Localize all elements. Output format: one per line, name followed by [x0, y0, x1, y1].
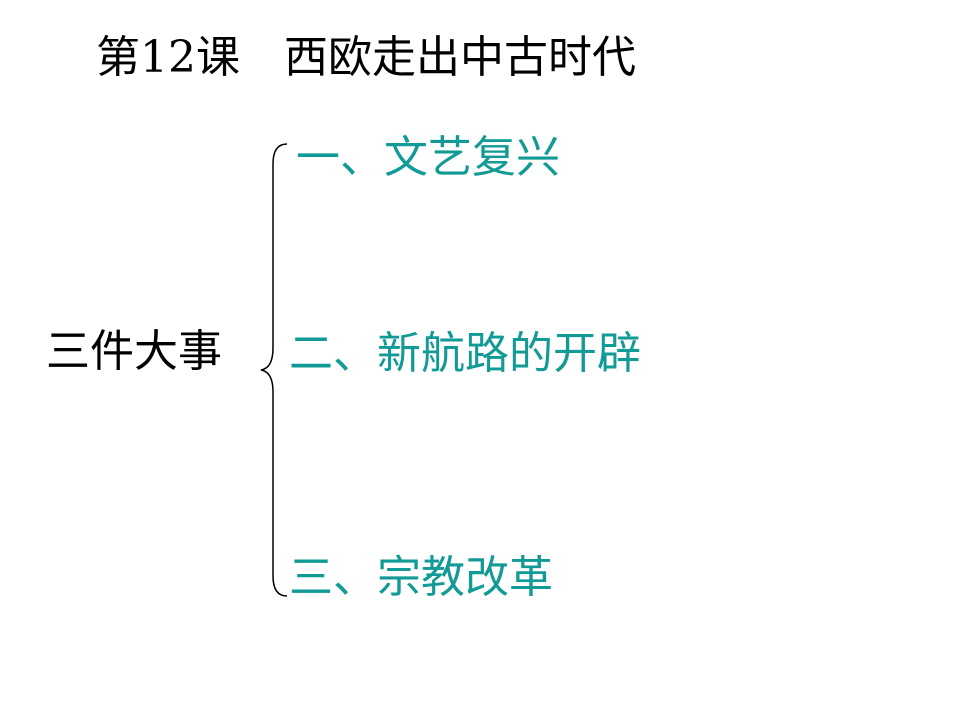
slide-title: 第12课 西欧走出中古时代: [96, 32, 636, 83]
event-item-renaissance: 一、文艺复兴: [296, 132, 560, 183]
event-item-reformation: 三、宗教改革: [289, 552, 553, 603]
event-item-new-sea-routes: 二、新航路的开辟: [289, 328, 641, 379]
curly-brace: [260, 143, 288, 597]
brace-path: [260, 143, 288, 597]
topic-label: 三件大事: [46, 326, 222, 377]
